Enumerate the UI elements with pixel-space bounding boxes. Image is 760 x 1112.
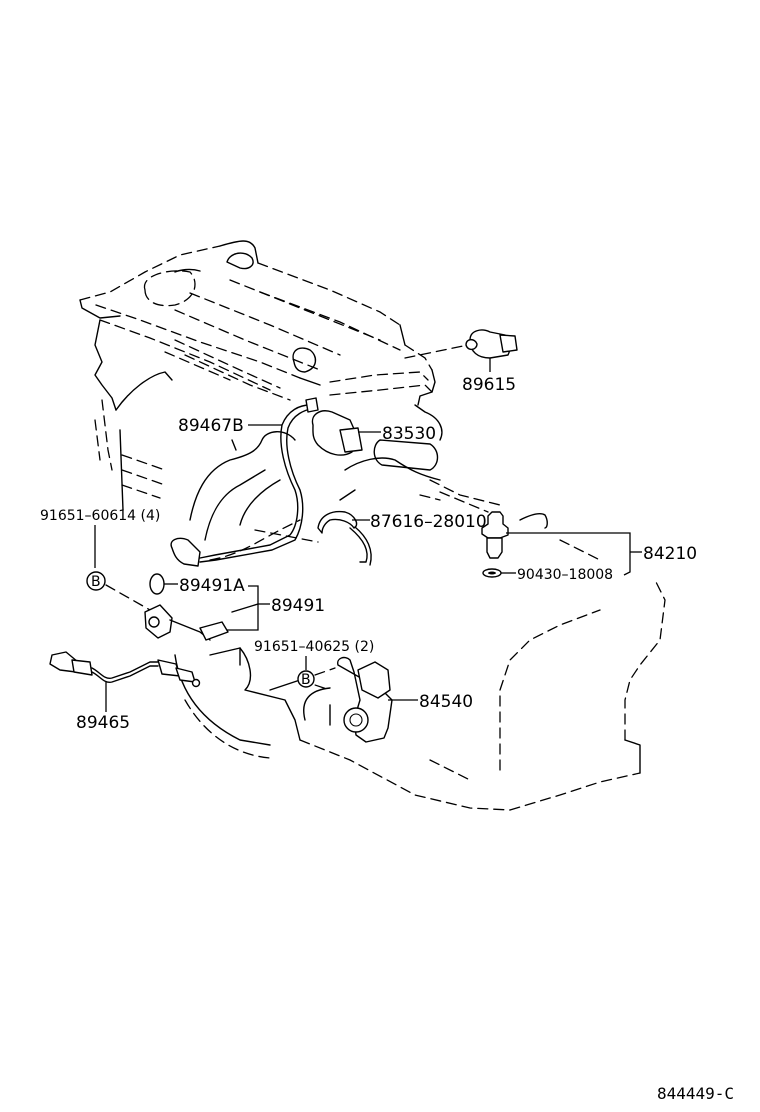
label-83530: 83530 (382, 424, 436, 444)
label-84540: 84540 (419, 692, 473, 712)
part-87616-28010[interactable]: 87616–28010 (254, 510, 487, 566)
engine-outline (79, 240, 666, 811)
label-89491A: 89491A (179, 576, 245, 596)
label-84210: 84210 (643, 544, 697, 564)
part-91651-60614[interactable]: 91651–60614 (4) (40, 508, 160, 568)
part-84540[interactable]: 84540 (337, 656, 473, 743)
part-89465[interactable]: 89465 (49, 651, 201, 733)
label-87616-28010: 87616–28010 (370, 512, 487, 532)
label-89491: 89491 (271, 596, 325, 616)
part-89615[interactable]: 89615 (404, 329, 518, 395)
part-83530[interactable]: 83530 (311, 410, 436, 456)
callout-b-right: B (297, 667, 336, 688)
part-89491[interactable]: 89491 (144, 596, 325, 641)
label-91651-60614: 91651–60614 (4) (40, 508, 160, 524)
callout-b-left: B (86, 571, 151, 611)
callout-b-right-label: B (301, 672, 311, 688)
label-89467B: 89467B (178, 416, 244, 436)
label-89465: 89465 (76, 713, 130, 733)
callout-b-left-label: B (91, 574, 101, 590)
part-91651-40625[interactable]: 91651–40625 (2) (254, 639, 374, 670)
diagram-reference-code: 844449-C (657, 1084, 734, 1103)
label-89615: 89615 (462, 375, 516, 395)
part-89467B[interactable]: 89467B (170, 397, 319, 567)
part-84210[interactable]: 84210 (439, 491, 697, 576)
label-91651-40625: 91651–40625 (2) (254, 639, 374, 655)
label-90430-18008: 90430–18008 (517, 567, 613, 583)
part-90430-18008[interactable]: 90430–18008 (482, 567, 613, 583)
part-89491A[interactable]: 89491A (149, 573, 259, 631)
